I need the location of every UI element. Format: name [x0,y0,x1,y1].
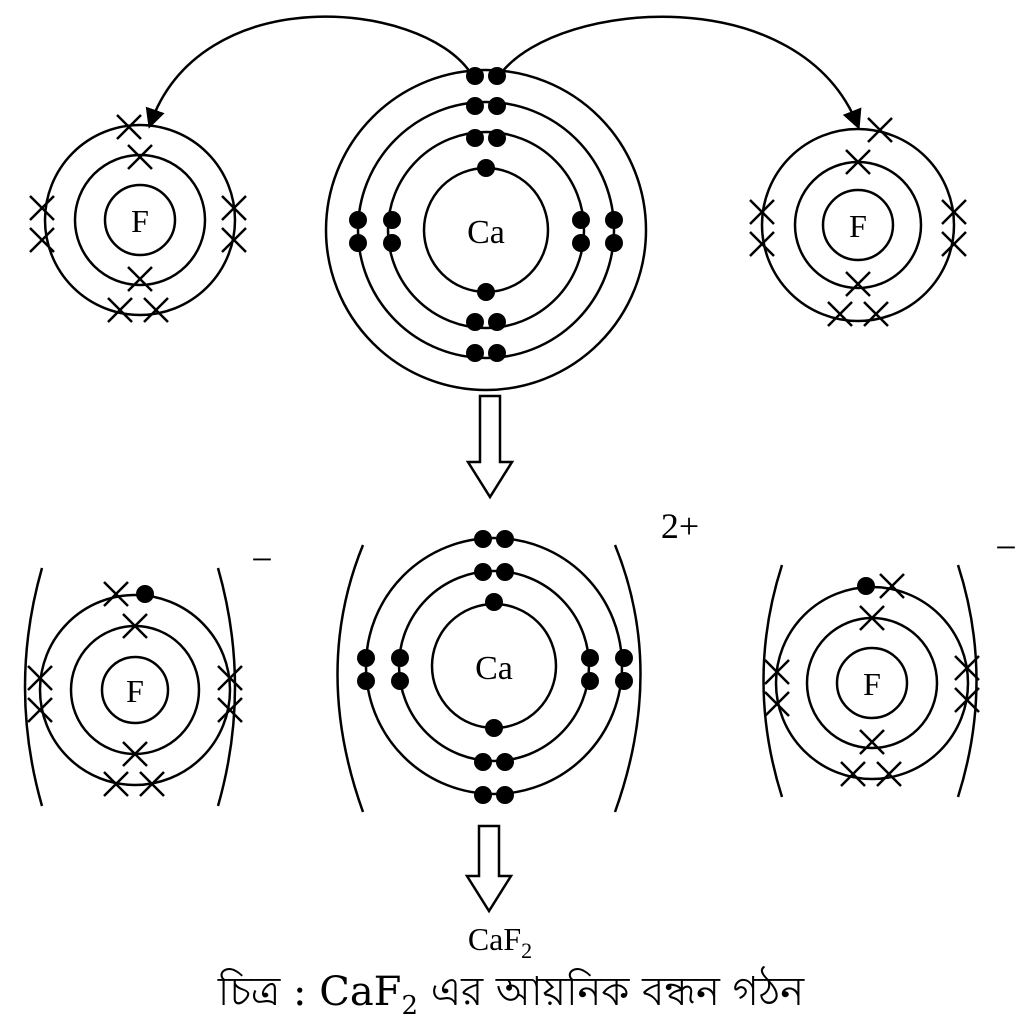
figure-caption: চিত্র : CaF2 এর আয়নিক বন্ধন গঠন [217,969,805,1021]
electron-dot-group [349,67,623,362]
electron-dot-group [357,530,633,804]
fluorine-symbol: F [849,208,867,244]
calcium-ion: Ca 2+ [336,506,699,813]
fluoride-ion-left: F − [23,539,273,807]
calcium-symbol: Ca [467,214,505,251]
fluorine-symbol: F [131,203,149,239]
product-arrow-down [464,824,514,914]
bracket-left [762,564,784,798]
fluorine-symbol: F [863,666,881,702]
fluorine-atom-left: F [29,114,247,323]
bracket-left [23,567,44,807]
fluorine-atom-right: F [749,117,967,327]
electron-transfer-arrow-right [501,15,862,130]
electron-cross-group [27,581,243,797]
bracket-right [613,544,642,813]
transferred-electron-dot [136,585,154,603]
fluoride-charge: − [995,527,1016,569]
electron-transfer-arrow-left [145,15,472,129]
fluoride-charge: − [251,539,272,581]
product-formula: CaF2 [468,921,532,963]
bracket-left [336,544,365,813]
reaction-arrow-down [465,394,515,500]
electron-cross-group [29,114,247,323]
electron-cross-group [764,573,980,787]
fluorine-symbol: F [126,673,144,709]
calcium-ion-charge: 2+ [661,506,699,546]
electron-cross-group [749,117,967,327]
fluoride-ion-right: F − [762,527,1017,798]
calcium-atom: Ca [324,67,648,392]
bracket-right [956,564,978,798]
transferred-electron-dot [857,577,875,595]
calcium-symbol: Ca [475,650,513,687]
bracket-right [216,567,237,807]
